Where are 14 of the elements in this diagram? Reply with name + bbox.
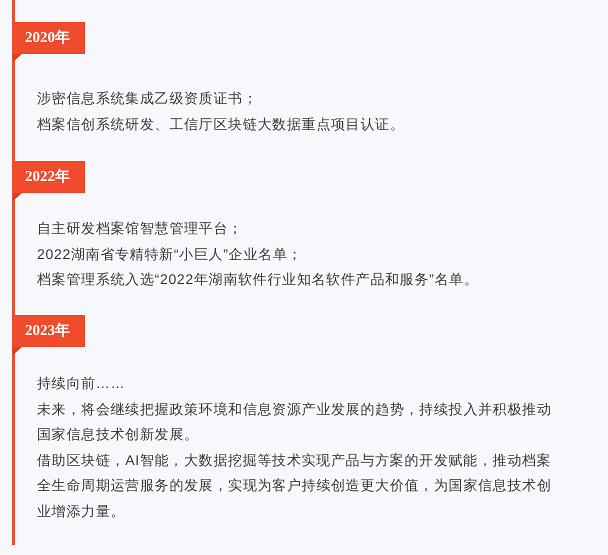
event-text: 2022湖南省专精特新“小巨人”企业名单； xyxy=(37,244,304,264)
event-text: 档案管理系统入选“2022年湖南软件行业知名软件产品和服务”名单。 xyxy=(37,270,480,289)
year-tag xyxy=(13,161,85,193)
year-label: 2022年 xyxy=(25,170,70,184)
event-text: 持续向前…… xyxy=(37,374,126,393)
year-label: 2020年 xyxy=(25,30,70,46)
event-text: 未来，将会继续把握政策环境和信息资源产业发展的趋势，持续投入并积极推动国家信息技术创新发展。 xyxy=(37,400,552,444)
event-text: 借助区块链，AI智能，大数据挖掘等技术实现产品与方案的开发赋能，推动档案全生命周期运营服务的发展，实现为客户持续创造更大价值，为国家信息技术创业增添力量。 xyxy=(37,450,552,520)
year-label: 2023年 xyxy=(25,324,70,338)
year-tag xyxy=(13,22,85,54)
event-text: 档案信创系统研发、工信厅区块链大数据重点项目认证。 xyxy=(37,114,406,134)
year-tag xyxy=(13,315,85,347)
event-text: 涉密信息系统集成乙级资质证书； xyxy=(37,89,258,108)
event-text: 自主研发档案馆智慧管理平台； xyxy=(37,219,244,238)
